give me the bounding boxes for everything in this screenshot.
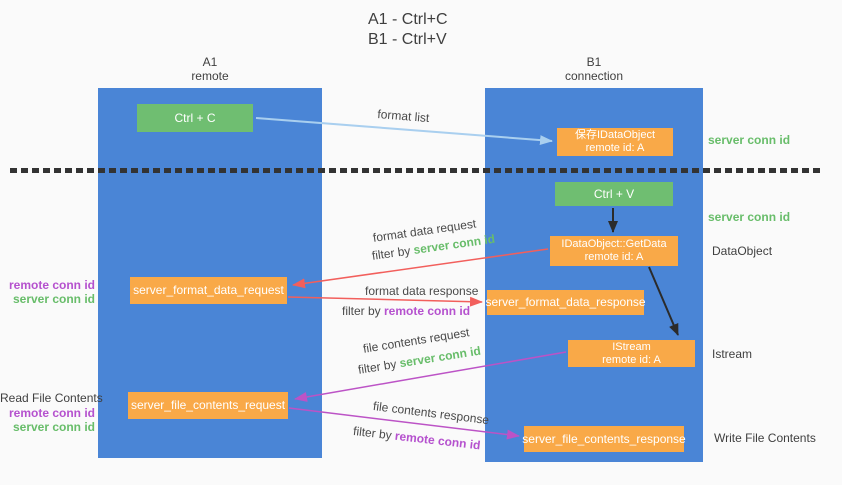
node-istream: IStream remote id: A (568, 340, 695, 367)
node-server-file-contents-request-label: server_file_contents_request (130, 398, 286, 412)
node-server-format-data-request-label: server_format_data_request (133, 283, 284, 297)
diagram-title-line2: B1 - Ctrl+V (368, 31, 447, 48)
node-ctrl-c-label: Ctrl + C (174, 110, 216, 125)
flow-label-filter-remote-2: filter by remote conn id (352, 424, 481, 452)
flow-label-file-contents-response: file contents response (372, 399, 490, 428)
label-server-conn-id-left-bottom: server conn id (12, 420, 95, 434)
label-remote-conn-id-left-bottom: remote conn id (8, 406, 95, 420)
node-save-idataobject-line2: remote id: A (585, 142, 645, 154)
node-server-format-data-response: server_format_data_response (485, 290, 646, 315)
label-dataobject: DataObject (712, 244, 773, 258)
flow-label-format-data-response: format data response (365, 284, 479, 298)
flow-label-filter-remote-1: filter by remote conn id (342, 304, 470, 318)
diagram-title: A1 - Ctrl+C B1 - Ctrl+V (368, 10, 448, 50)
dotted-divider-line (10, 168, 824, 173)
node-idataobject-getdata: IDataObject::GetData remote id: A (550, 236, 678, 266)
node-server-format-data-response-label: server_format_data_response (485, 295, 646, 309)
lifeline-a1-header: A1 remote (98, 55, 322, 83)
label-server-conn-id-left-top: server conn id (12, 292, 95, 306)
label-server-conn-id-top: server conn id (708, 133, 791, 147)
filter-remote-conn-id-text: remote conn id (384, 304, 471, 318)
label-remote-conn-id-left-top: remote conn id (8, 278, 95, 292)
node-istream-line1: IStream (612, 340, 651, 353)
lifeline-a1-role: remote (191, 69, 229, 83)
node-server-file-contents-request: server_file_contents_request (128, 392, 288, 419)
node-istream-line2: remote id: A (602, 353, 661, 366)
filter-by-text: filter by (342, 304, 385, 318)
node-idataobject-getdata-line2: remote id: A (584, 251, 644, 263)
label-istream: Istream (712, 347, 753, 361)
node-idataobject-getdata-line1: IDataObject::GetData (561, 238, 667, 250)
filter-by-text: filter by (371, 243, 415, 263)
label-read-file-contents: Read File Contents (0, 391, 103, 405)
flow-label-format-list: format list (376, 107, 430, 126)
node-server-file-contents-response: server_file_contents_response (522, 426, 686, 452)
node-server-format-data-request: server_format_data_request (130, 277, 287, 304)
node-save-idataobject: 保存IDataObject remote id: A (557, 128, 673, 156)
node-ctrl-v-label: Ctrl + V (593, 186, 635, 201)
lifeline-b1-role: connection (564, 69, 624, 83)
lifeline-a1-name: A1 (202, 55, 218, 69)
node-server-file-contents-response-label: server_file_contents_response (522, 431, 686, 446)
lifeline-b1-header: B1 connection (485, 55, 703, 83)
label-write-file-contents: Write File Contents (714, 431, 816, 445)
node-save-idataobject-line1: 保存IDataObject (574, 129, 656, 141)
lifeline-b1-name: B1 (586, 55, 602, 69)
filter-by-text: filter by (357, 356, 401, 377)
filter-remote-conn-id-text: remote conn id (394, 428, 482, 453)
node-ctrl-v: Ctrl + V (555, 182, 673, 206)
label-server-conn-id-mid: server conn id (708, 210, 791, 224)
node-ctrl-c: Ctrl + C (137, 104, 253, 132)
filter-by-text: filter by (352, 424, 396, 443)
diagram-title-line1: A1 - Ctrl+C (368, 11, 448, 28)
